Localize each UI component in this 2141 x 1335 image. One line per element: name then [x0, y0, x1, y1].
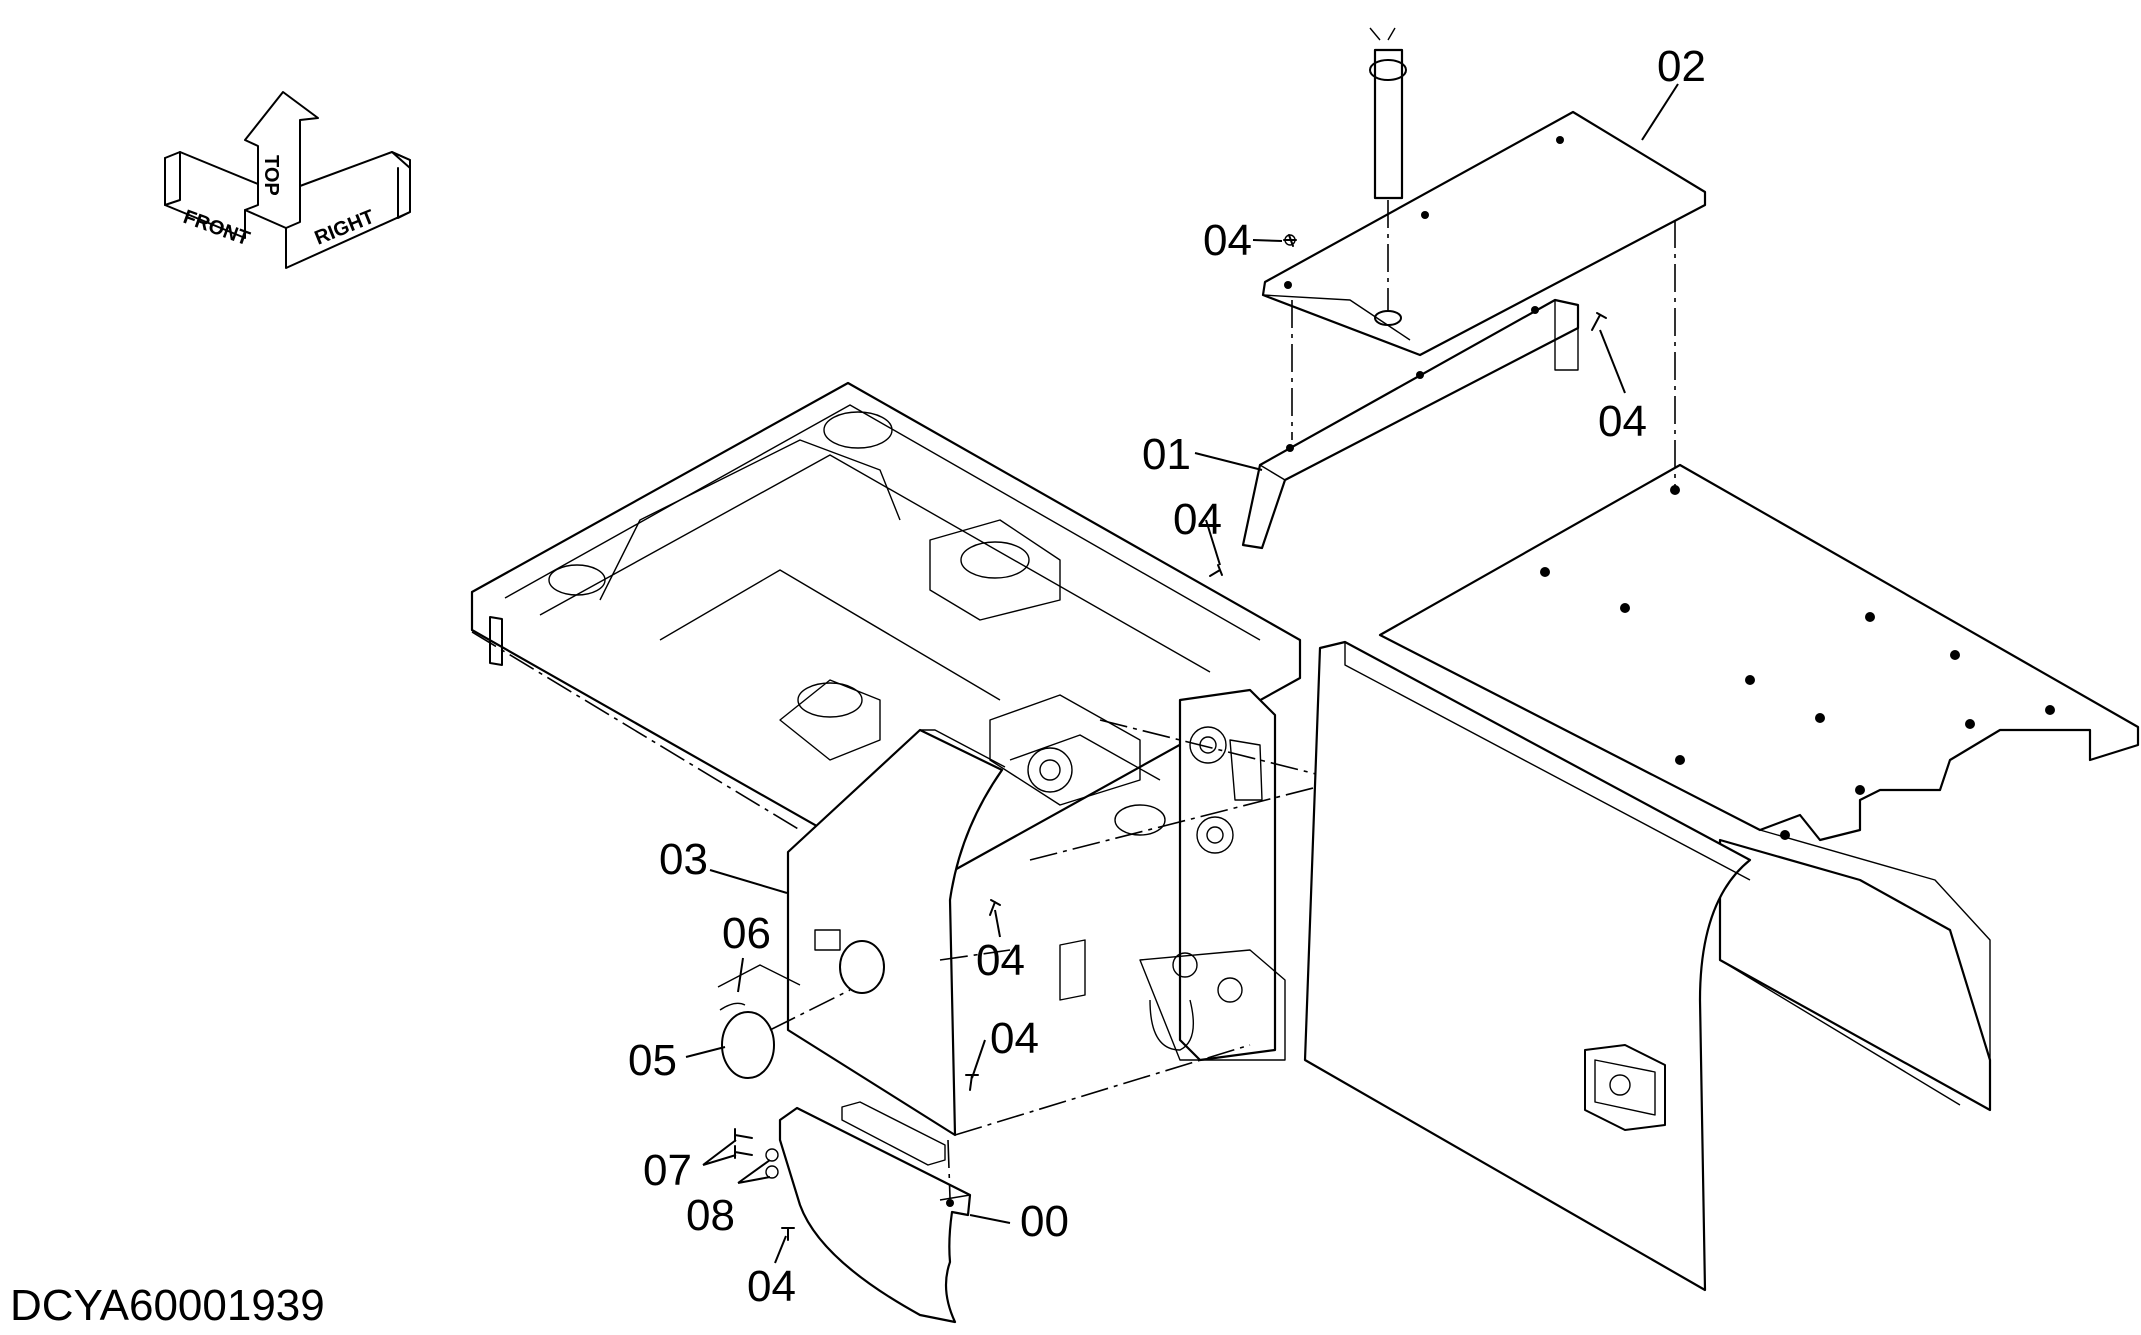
label-03: 03: [659, 835, 708, 884]
part-labels: 02 04 04 01 04 03 04 06 04 05 07 08 00 0…: [628, 42, 1706, 1311]
bolts-07: [734, 1128, 753, 1159]
floor-plate-bolts: [1540, 485, 2055, 840]
label-04-a: 04: [1203, 216, 1252, 265]
label-04-b: 04: [1598, 397, 1647, 446]
main-frame: [470, 381, 1302, 889]
part-05-cap: [717, 964, 851, 1079]
right-floor-plate: [1378, 463, 2140, 1112]
orientation-front-label: FRONT: [180, 206, 252, 250]
label-01: 01: [1142, 430, 1191, 479]
label-04-c: 04: [1173, 495, 1222, 544]
bolt-04-bottom: [781, 1227, 795, 1241]
label-04-d: 04: [976, 936, 1025, 985]
part-01-bracket: [1241, 298, 1580, 550]
part-00-lower-guard: [778, 1101, 972, 1324]
label-06: 06: [722, 909, 771, 958]
label-05: 05: [628, 1036, 677, 1085]
orientation-top-label: TOP: [260, 155, 282, 196]
label-02: 02: [1657, 42, 1706, 91]
bolt-04-mid: [1209, 564, 1223, 577]
bolt-04-right: [1591, 312, 1607, 331]
label-04-f: 04: [747, 1262, 796, 1311]
label-08: 08: [686, 1191, 735, 1240]
leader-lines: [685, 83, 1679, 1264]
label-04-e: 04: [990, 1014, 1039, 1063]
label-00: 00: [1020, 1197, 1069, 1246]
right-door-panel: [1303, 640, 1752, 1292]
part-03-side-cover: [786, 728, 1251, 1137]
center-mechanism: [989, 688, 1326, 1062]
document-id: DCYA60001939: [10, 1281, 325, 1330]
orientation-symbol: FRONT TOP RIGHT: [164, 91, 411, 269]
part-02-upper-cover: [1261, 27, 1707, 490]
bolt-04-top: [1283, 234, 1297, 247]
label-07: 07: [643, 1146, 692, 1195]
bolt-04-center: [989, 899, 1001, 916]
orientation-right-label: RIGHT: [312, 206, 378, 250]
washers-08: [765, 1148, 779, 1179]
